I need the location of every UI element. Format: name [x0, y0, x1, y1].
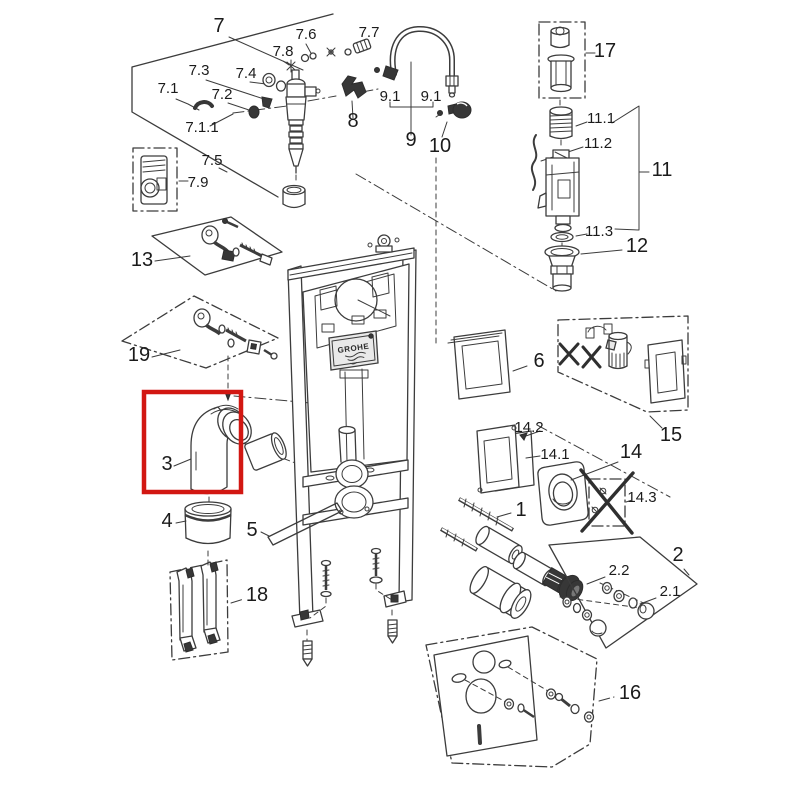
- part-label-7: 7: [213, 15, 224, 37]
- installation-frame: GROHE: [287, 234, 417, 667]
- rail-bracket: [176, 567, 197, 653]
- part-label-7-6: 7.6: [296, 26, 317, 43]
- part-label-7-3: 7.3: [189, 62, 210, 79]
- part-label-6: 6: [533, 350, 544, 372]
- inlet-valve-group: [132, 36, 372, 212]
- rail-bracket: [200, 561, 221, 645]
- part-label-11-2: 11.2: [584, 135, 612, 152]
- connection-sleeve: [244, 432, 287, 471]
- mounting-frame-14-2: [476, 424, 520, 494]
- part-label-12: 12: [626, 235, 648, 257]
- part-label-7-1-1: 7.1.1: [185, 119, 218, 136]
- hose-fitting: [382, 65, 399, 81]
- fill-valve: [282, 69, 321, 209]
- seal-cuff-4: [175, 501, 232, 545]
- part-label-8: 8: [347, 110, 358, 132]
- threaded-rod-set-1: [439, 497, 584, 619]
- part-label-2-2: 2.2: [609, 562, 630, 579]
- part-label-7-1: 7.1: [158, 80, 179, 97]
- rail-bracket-set-18: [169, 559, 245, 661]
- angle-valve-10: [435, 101, 472, 138]
- part-label-17: 17: [594, 40, 616, 62]
- part-label-7-5: 7.5: [202, 152, 223, 169]
- part-label-14: 14: [620, 441, 642, 463]
- flush-valve-group: [530, 21, 650, 292]
- part-label-14-1: 14.1: [540, 446, 569, 463]
- part-label-7-2: 7.2: [212, 86, 233, 103]
- part-label-9-1b: 9.1: [421, 88, 442, 105]
- flush-valve-body: [537, 149, 580, 233]
- strainer-parts: [286, 38, 372, 73]
- flush-pipe-elbow-group: [141, 389, 343, 567]
- outlet-bracket-8: [341, 75, 367, 119]
- grohe-logo-plate: GROHE: [328, 330, 379, 371]
- part-label-19: 19: [128, 344, 150, 366]
- part-label-11-1: 11.1: [587, 110, 615, 127]
- part-label-14-2: 14.2: [514, 419, 543, 436]
- part-label-18: 18: [246, 584, 268, 606]
- part-label-5: 5: [246, 519, 257, 541]
- part-label-7-8: 7.8: [273, 43, 294, 60]
- crossed-out-plate-14-3: [579, 468, 635, 535]
- flush-pipe-elbow-3: [190, 404, 252, 495]
- part-label-9-1a: 9.1: [380, 88, 401, 105]
- highlight-box-part-3: [141, 389, 244, 495]
- actuation-plate-group: [476, 424, 635, 535]
- flush-connector-12: [544, 245, 623, 292]
- discontinued-set-15: [557, 315, 689, 429]
- part-label-7-7: 7.7: [359, 24, 380, 41]
- grohe-logo-text: GROHE: [337, 342, 370, 355]
- sound-insulation-set-16: [425, 626, 615, 768]
- part-label-11: 11: [652, 159, 673, 181]
- part-label-4: 4: [161, 510, 172, 532]
- wall-bracket-set-13: [151, 216, 283, 276]
- part-label-2: 2: [672, 544, 683, 566]
- protection-box-6: [447, 329, 528, 400]
- flush-hose-group: [374, 25, 472, 138]
- wire-11-2: [530, 134, 538, 191]
- part-label-11-3: 11.3: [585, 223, 613, 240]
- part-label-14-3: 14.3: [627, 489, 656, 506]
- seal-washer-11-3: [550, 231, 574, 243]
- box-17: [538, 21, 586, 99]
- part-label-10: 10: [429, 135, 451, 157]
- part-label-1: 1: [515, 499, 526, 521]
- part-label-16: 16: [619, 682, 641, 704]
- valve-cartridge-11-1: [549, 106, 588, 140]
- fastener-set-2: [548, 536, 698, 649]
- part-label-7-4: 7.4: [236, 65, 257, 82]
- part-label-2-1: 2.1: [660, 583, 681, 600]
- part-label-15: 15: [660, 424, 682, 446]
- insulation-mat: [433, 635, 538, 757]
- outlet-clamp-7-9: [132, 147, 189, 212]
- wall-bracket-set-19: [121, 295, 279, 402]
- part-labels: 7 7.6 7.7 7.8 7.3 7.4 7.1 7.2 7.1.1 7.5 …: [128, 15, 684, 704]
- flush-plate-skate-air: [537, 461, 589, 526]
- part-label-9: 9: [405, 129, 416, 151]
- fixing-set-5: [260, 502, 343, 546]
- part-label-13: 13: [131, 249, 153, 271]
- part-label-3: 3: [161, 453, 172, 475]
- part-label-7-9: 7.9: [188, 174, 209, 191]
